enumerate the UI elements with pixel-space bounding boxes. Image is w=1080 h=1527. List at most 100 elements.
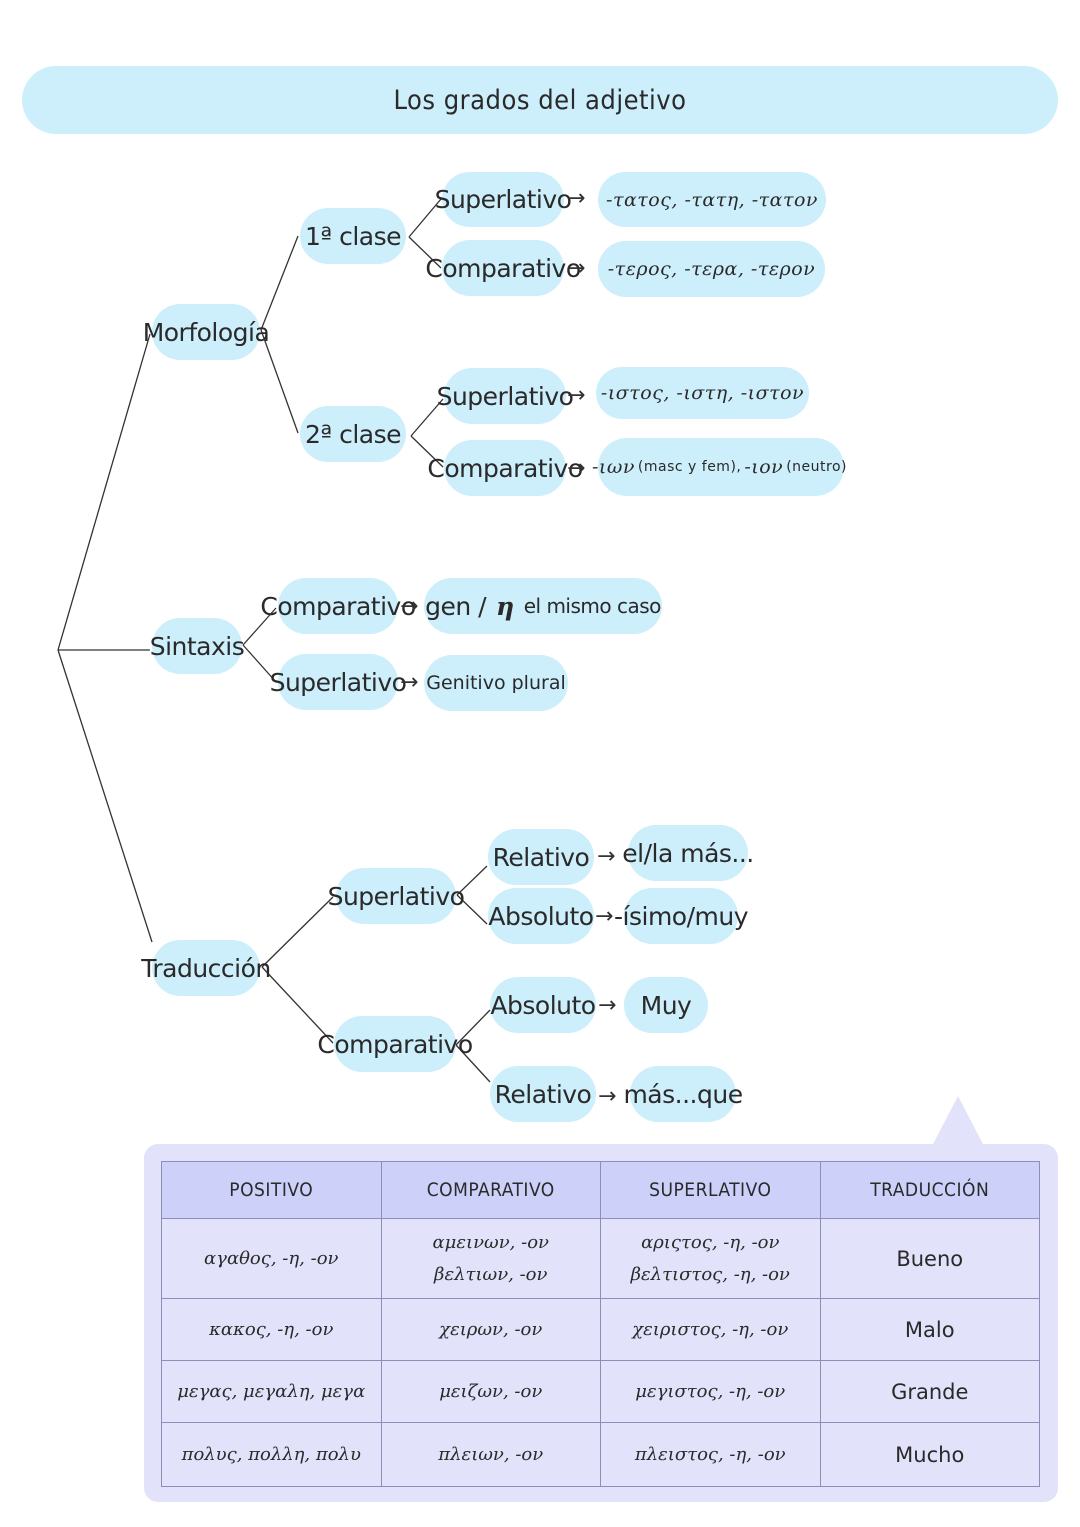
arrow-primera-superlativo: → [567,186,586,211]
node-segunda-clase-label: 2ª clase [304,419,402,449]
header-comparativo: COMPARATIVO [380,1161,601,1219]
node-sintaxis-comparativo-label: Comparativo [260,591,416,621]
node-traduccion-label: Traducción [141,953,271,983]
node-sintaxis-label: Sintaxis [149,631,245,661]
node-traduccion: Traducción [141,940,271,996]
value-trad-sup-relativo-text: el/la más... [622,838,754,868]
table-row: πολυς, πολλη, πολυ πλειων, -ον πλειστος,… [161,1422,1040,1487]
rule-sintaxis-comparativo: gen / η el mismo caso [424,578,662,634]
header-traduccion: TRADUCCIÓN [819,1161,1040,1219]
cell-superlativo: αριςτος, -η, -ον βελτιστος, -η, -ον [600,1218,821,1299]
node-sintaxis-superlativo: Superlativo [270,654,407,710]
node-primera-clase: 1ª clase [300,208,406,264]
node-segunda-superlativo: Superlativo [437,368,574,424]
node-trad-sup-absoluto-label: Absoluto [488,901,594,931]
node-trad-comp-absoluto-label: Absoluto [490,990,596,1020]
value-trad-comp-relativo: más...que [623,1066,743,1122]
node-segunda-comparativo-label: Comparativo [427,453,583,483]
arrow-segunda-comparativo: → [567,456,586,481]
ending-segunda-comparativo-ending-1: -ιων [591,456,635,478]
cell-superlativo: μεγιστος, -η, -ον [600,1360,821,1423]
cell-comparativo: αμεινων, -ον βελτιων, -ον [380,1218,601,1299]
cell-comparativo-line: βελτιων, -ον [434,1263,548,1285]
page-title: Los grados del adjetivo [393,84,687,116]
value-trad-sup-absoluto-text: -ísimo/muy [614,901,749,931]
cell-superlativo-line: αριςτος, -η, -ον [641,1231,780,1253]
rule-sintaxis-comparativo-gen: gen / [425,591,487,621]
node-primera-clase-label: 1ª clase [304,221,402,251]
node-trad-comp-relativo-label: Relativo [494,1079,592,1109]
node-primera-superlativo: Superlativo [435,172,572,227]
ending-primera-comparativo: -τερος, -τερα, -τερον [598,241,825,297]
cell-comparativo-line: αμεινων, -ον [432,1231,549,1253]
node-traduccion-superlativo-label: Superlativo [327,881,465,911]
arrow-trad-comp-relativo: → [598,1084,617,1109]
node-sintaxis: Sintaxis [149,618,245,674]
ending-primera-superlativo-text: -τατος, -τατη, -τατον [606,188,818,211]
node-trad-sup-absoluto: Absoluto [488,888,594,944]
ending-segunda-superlativo-text: -ιστος, -ιστη, -ιστον [600,382,805,404]
cell-positivo: μεγας, μεγαλη, μεγα [161,1360,382,1423]
cell-comparativo: χειρων, -ον [380,1298,601,1361]
ending-segunda-comparativo: -ιων (masc y fem), -ιον (neutro) [592,438,848,496]
table-row: μεγας, μεγαλη, μεγα μειζων, -ον μεγιστος… [161,1360,1040,1423]
ending-primera-comparativo-text: -τερος, -τερα, -τερον [607,258,816,280]
cell-superlativo: χειριστος, -η, -ον [600,1298,821,1361]
node-trad-sup-relativo: Relativo [488,829,594,885]
value-trad-comp-absoluto-text: Muy [640,990,692,1020]
node-morfologia: Morfología [143,304,270,360]
ending-segunda-comparativo-ending-2: -ιον [744,456,784,478]
rule-sintaxis-comparativo-eta: η [496,591,514,621]
value-trad-comp-relativo-text: más...que [623,1079,743,1109]
cell-comparativo: μειζων, -ον [380,1360,601,1423]
rule-sintaxis-comparativo-caso: el mismo caso [523,594,662,618]
arrow-trad-comp-absoluto: → [598,993,617,1018]
node-primera-superlativo-label: Superlativo [434,185,572,214]
rule-sintaxis-superlativo-text: Genitivo plural [426,672,566,694]
cell-superlativo: πλειστος, -η, -ον [600,1422,821,1487]
node-segunda-comparativo: Comparativo [427,440,583,496]
cell-traduccion: Bueno [819,1218,1040,1299]
cell-positivo: αγαθος, -η, -ον [161,1218,382,1299]
callout-pointer [932,1096,984,1146]
cell-positivo: κακος, -η, -ον [161,1298,382,1361]
node-segunda-superlativo-label: Superlativo [436,381,574,411]
arrow-trad-sup-absoluto: → [595,904,614,929]
node-trad-comp-absoluto: Absoluto [490,977,596,1033]
node-trad-sup-relativo-label: Relativo [492,842,590,872]
ending-primera-superlativo: -τατος, -τατη, -τατον [598,172,826,227]
cell-traduccion: Malo [819,1298,1040,1361]
node-sintaxis-superlativo-label: Superlativo [269,667,407,697]
node-traduccion-comparativo: Comparativo [317,1016,473,1072]
table-row: αγαθος, -η, -ον αμεινων, -ον βελτιων, -ο… [161,1218,1040,1299]
node-traduccion-superlativo: Superlativo [328,868,465,924]
header-superlativo: SUPERLATIVO [600,1161,821,1219]
rule-sintaxis-superlativo: Genitivo plural [424,655,568,711]
title-banner: Los grados del adjetivo [22,66,1058,134]
node-primera-comparativo-label: Comparativo [425,253,581,283]
table-header-row: POSITIVO COMPARATIVO SUPERLATIVO TRADUCC… [161,1161,1040,1219]
node-sintaxis-comparativo: Comparativo [260,578,416,634]
node-morfologia-label: Morfología [142,317,270,347]
node-primera-comparativo: Comparativo [425,240,581,296]
arrow-sintaxis-comparativo: → [400,594,419,619]
ending-segunda-comparativo-note-2: (neutro) [786,459,848,475]
cell-comparativo: πλειων, -ον [380,1422,601,1487]
grades-table: POSITIVO COMPARATIVO SUPERLATIVO TRADUCC… [161,1161,1040,1487]
node-trad-comp-relativo: Relativo [490,1066,596,1122]
arrow-sintaxis-superlativo: → [400,670,419,695]
header-positivo: POSITIVO [161,1161,382,1219]
arrow-segunda-superlativo: → [567,383,586,408]
cell-traduccion: Mucho [819,1422,1040,1487]
cell-traduccion: Grande [819,1360,1040,1423]
cell-superlativo-line: βελτιστος, -η, -ον [630,1263,790,1285]
table-row: κακος, -η, -ον χειρων, -ον χειριστος, -η… [161,1298,1040,1361]
arrow-trad-sup-relativo: → [597,844,616,869]
ending-segunda-superlativo: -ιστος, -ιστη, -ιστον [596,367,809,419]
node-traduccion-comparativo-label: Comparativo [317,1029,473,1059]
value-trad-sup-absoluto: -ísimo/muy [614,888,749,944]
value-trad-sup-relativo: el/la más... [622,825,754,881]
value-trad-comp-absoluto: Muy [624,977,708,1033]
cell-positivo: πολυς, πολλη, πολυ [161,1422,382,1487]
